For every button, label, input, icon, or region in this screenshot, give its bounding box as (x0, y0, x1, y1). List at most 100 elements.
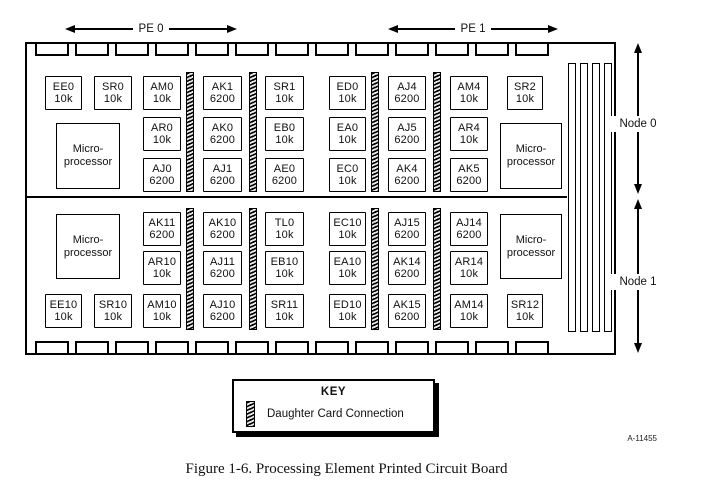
chip-ref: AK5 (458, 162, 480, 175)
chip-ref: SR1 (273, 80, 296, 93)
edge-connector-tab (475, 42, 509, 56)
chip-part: 10k (103, 311, 123, 323)
edge-connector-finger (604, 63, 612, 332)
chip-part: 6200 (394, 268, 420, 280)
chip-ref: EE0 (52, 80, 75, 93)
key-entry: Daughter Card Connection (246, 401, 433, 427)
chip-part: 6200 (209, 175, 236, 187)
chip-part: 10k (152, 93, 172, 105)
chip-ref: AJ11 (209, 255, 236, 268)
pe0-span-arrow: PE 0 (65, 22, 237, 36)
chip-ref: AM0 (150, 80, 174, 93)
microprocessor-label: processor (63, 156, 113, 168)
chip-ref: AK0 (211, 121, 234, 134)
chip-ref: SR10 (98, 298, 128, 311)
microprocessor-label: Micro- (72, 143, 104, 155)
edge-connector-tab (515, 341, 549, 355)
node1-label: Node 1 (608, 274, 668, 290)
chip-ref: EE10 (49, 298, 78, 311)
edge-connector-finger (580, 63, 588, 332)
chip-part: 10k (275, 134, 294, 146)
pe1-span-arrow: PE 1 (388, 22, 558, 36)
edge-connector-tab (315, 341, 349, 355)
chip-ref: AR14 (454, 255, 484, 268)
arrowhead-up-icon (633, 199, 642, 209)
chip-part: 10k (338, 311, 357, 323)
chip-ref: AK15 (393, 298, 421, 311)
daughter-card-connection-strip (433, 72, 441, 192)
chip-ref: EB10 (270, 255, 299, 268)
key-title: KEY (320, 386, 347, 398)
chip-ref: SR2 (514, 80, 536, 93)
edge-connector-tab (155, 42, 189, 56)
chip-ref: EC10 (333, 216, 362, 229)
chip-ref: SR11 (270, 298, 299, 311)
chip-part: 10k (338, 175, 357, 187)
chip-part: 10k (54, 311, 73, 323)
edge-connector-tab (35, 42, 69, 56)
daughter-card-connection-strip (371, 72, 379, 192)
chip-part: 6200 (394, 93, 420, 105)
chip-part: 6200 (394, 311, 420, 323)
circuit-board: Micro- processor Micro- processor Micro-… (25, 42, 616, 355)
chip-ref: EC0 (336, 162, 359, 175)
edge-connector-tab (275, 341, 309, 355)
daughter-card-connection-strip (433, 208, 441, 330)
chip-part: 6200 (209, 134, 236, 146)
arrowhead-right-icon (548, 25, 558, 33)
chip-part: 6200 (456, 229, 482, 241)
daughter-card-connection-strip (371, 208, 379, 330)
edge-connector-tab (435, 42, 469, 56)
edge-connector-tab (235, 341, 269, 355)
edge-connector-tab (515, 42, 549, 56)
arrowhead-right-icon (227, 25, 237, 33)
chip-part: 10k (338, 229, 357, 241)
edge-connector-tab (395, 42, 429, 56)
pe1-label: PE 1 (460, 23, 486, 35)
edge-connector-tab (115, 341, 149, 355)
chip-part: 6200 (394, 229, 420, 241)
arrowhead-left-icon (388, 25, 398, 33)
chip-part: 6200 (149, 175, 175, 187)
chip-ref: AK4 (396, 162, 418, 175)
chip-part: 10k (275, 229, 294, 241)
chip-ref: EA0 (336, 121, 359, 134)
chip-part: 6200 (209, 229, 236, 241)
chip-ref: AJ10 (209, 298, 236, 311)
chip-part: 10k (459, 268, 479, 280)
chip-ref: AJ14 (456, 216, 482, 229)
edge-connector-tab (435, 341, 469, 355)
chip-ref: ED10 (333, 298, 362, 311)
chip-ref: SR12 (510, 298, 540, 311)
chip-part: 10k (338, 134, 357, 146)
chip-ref: AJ1 (212, 162, 233, 175)
chip-part: 6200 (209, 268, 236, 280)
arrowhead-left-icon (65, 25, 75, 33)
chip-part: 10k (459, 134, 479, 146)
microprocessor-label: Micro- (515, 143, 547, 155)
